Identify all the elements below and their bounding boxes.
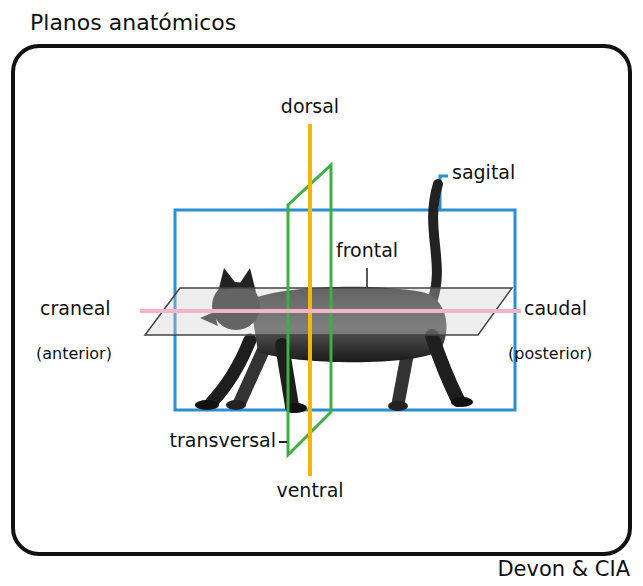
axis-note: (posterior) <box>508 345 592 363</box>
plane-label: transversal <box>170 430 276 452</box>
axis-label: caudal <box>524 298 587 320</box>
frame <box>13 46 630 554</box>
diagram-title: Planos anatómicos <box>30 10 236 35</box>
axis-note: (anterior) <box>36 345 112 363</box>
dorsoventral-axis <box>308 124 312 476</box>
craniocaudal-axis <box>140 309 521 313</box>
transverse-leader <box>279 441 287 443</box>
plane-label: frontal <box>336 240 398 262</box>
axis-label: ventral <box>276 480 343 502</box>
credit-watermark: Devon & CIA <box>497 557 630 581</box>
frontal-leader <box>366 268 368 287</box>
plane-label: sagital <box>452 162 515 184</box>
axis-label: craneal <box>40 298 111 320</box>
axis-label: dorsal <box>281 96 339 118</box>
